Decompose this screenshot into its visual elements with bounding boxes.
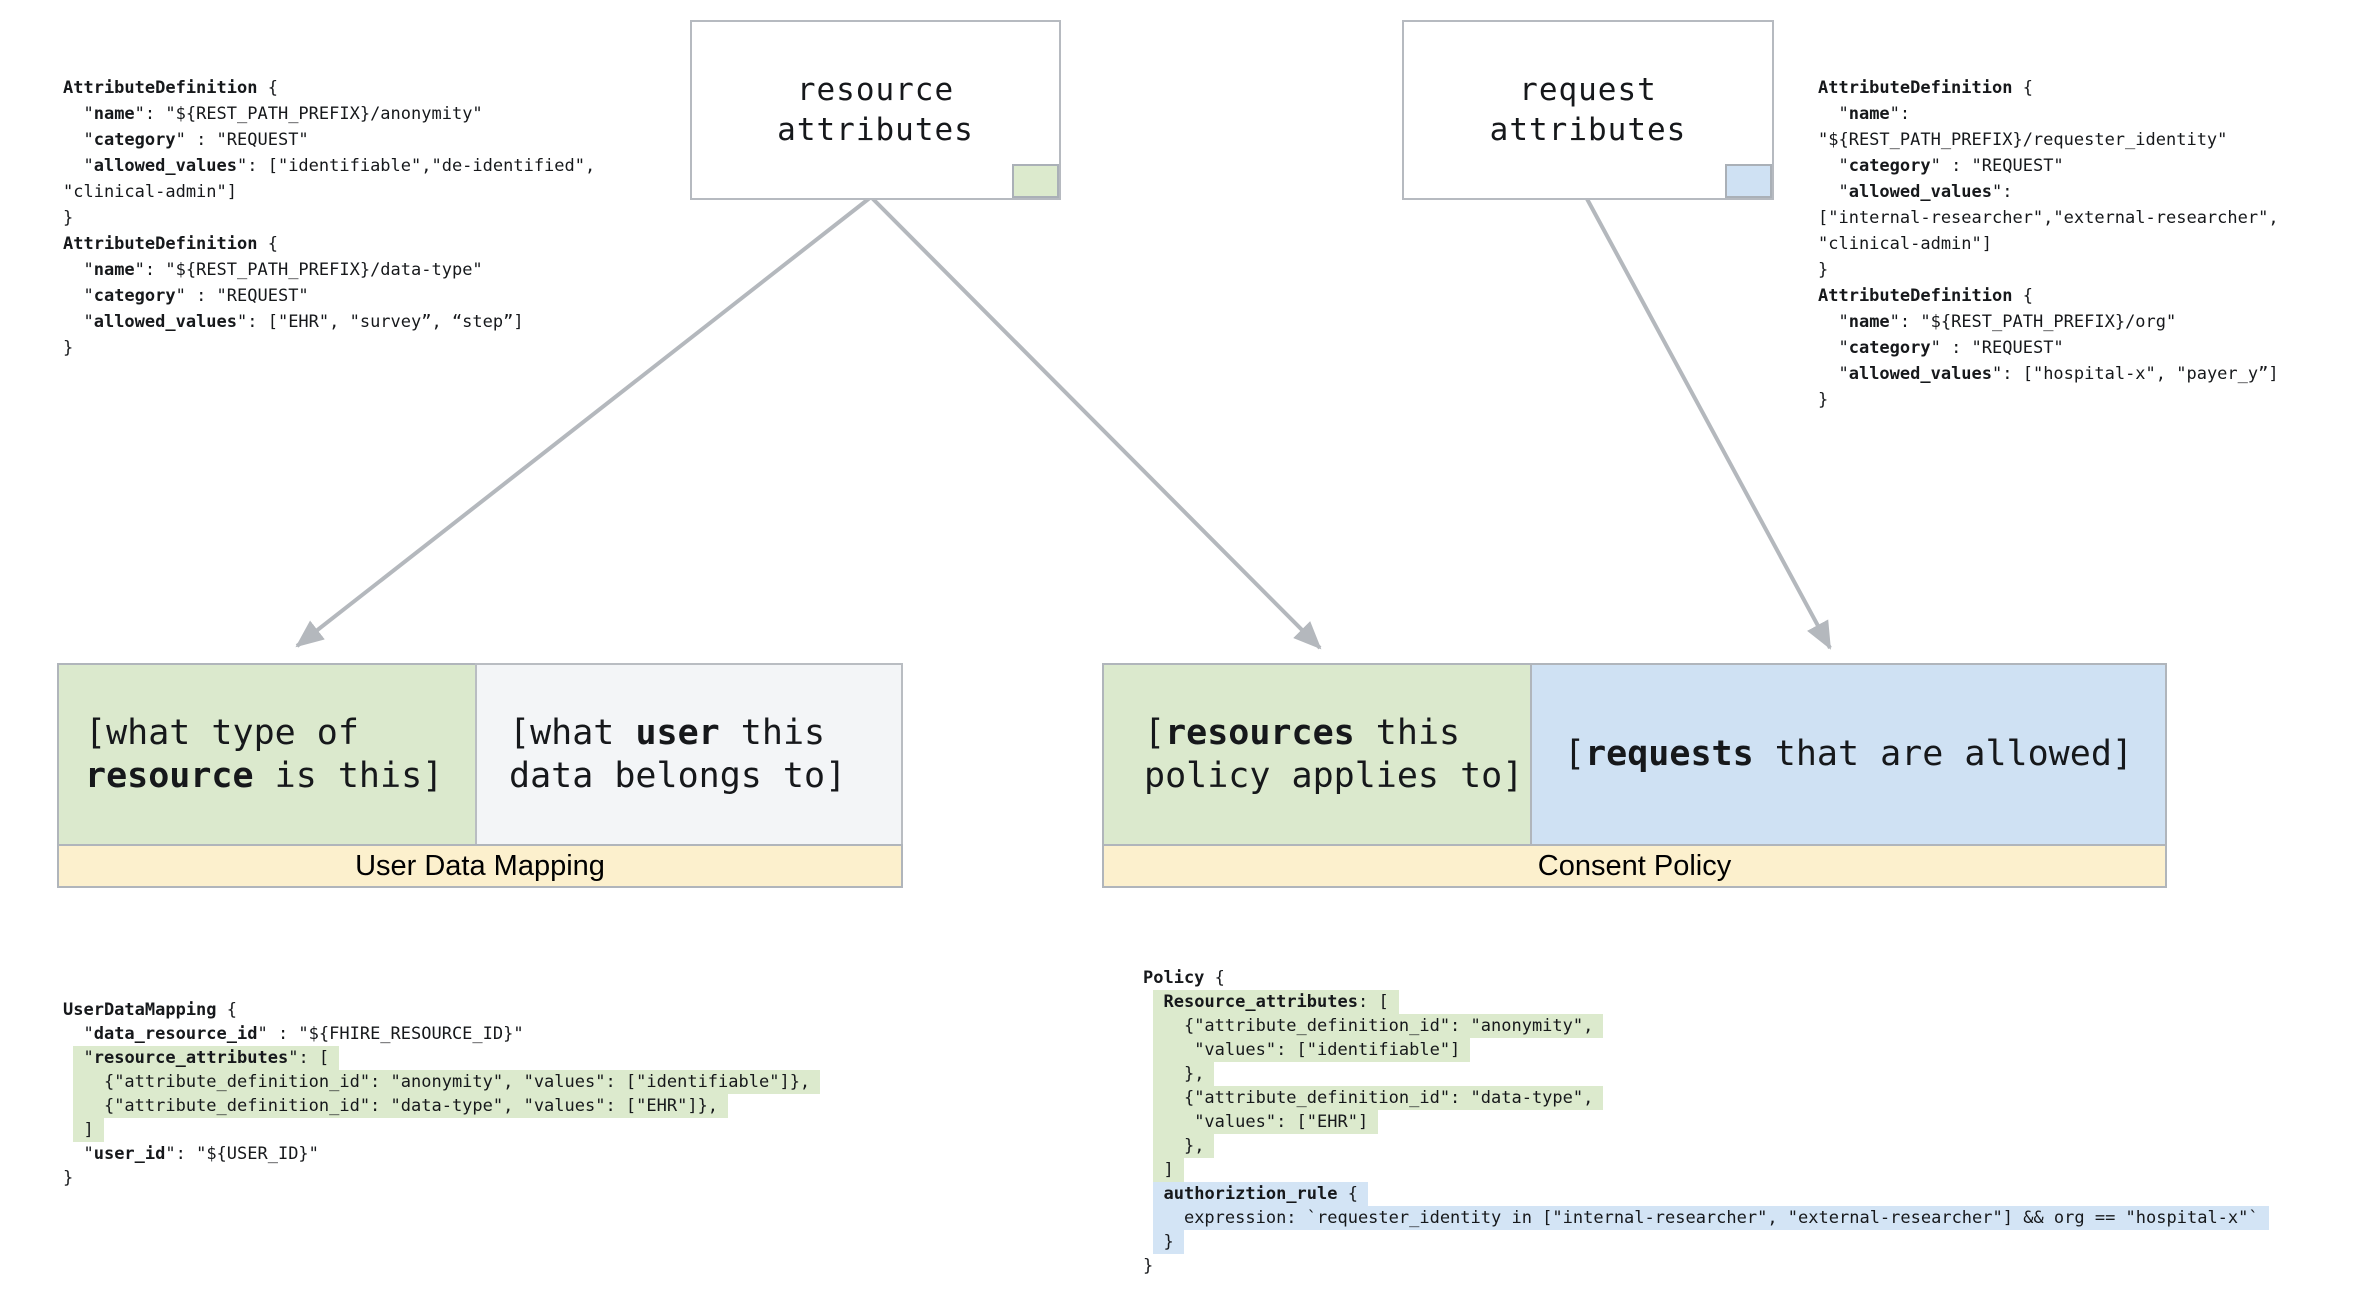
user-data-mapping-title: User Data Mapping <box>355 849 605 882</box>
consent-requests-cell: [requests that are allowed] <box>1530 663 2167 846</box>
consent-policy-title: Consent Policy <box>1537 849 1732 882</box>
arrow-request-to-consent <box>1584 196 1832 650</box>
user-data-mapping-banner: User Data Mapping <box>57 844 903 888</box>
green-color-chip <box>1012 164 1059 198</box>
attribute-definitions-resource-code: AttributeDefinition { "name": "${REST_PA… <box>63 78 596 358</box>
blue-color-chip <box>1725 164 1772 198</box>
consent-policy-banner: Consent Policy <box>1102 844 2167 888</box>
consent-policy-code: Policy { Resource_attributes: [ {"attrib… <box>1143 966 2269 1278</box>
arrow-resource-to-consent <box>869 195 1322 650</box>
attribute-definitions-request-code: AttributeDefinition { "name":"${REST_PAT… <box>1818 78 2279 410</box>
user-data-mapping-code: UserDataMapping { "data_resource_id" : "… <box>63 998 821 1190</box>
